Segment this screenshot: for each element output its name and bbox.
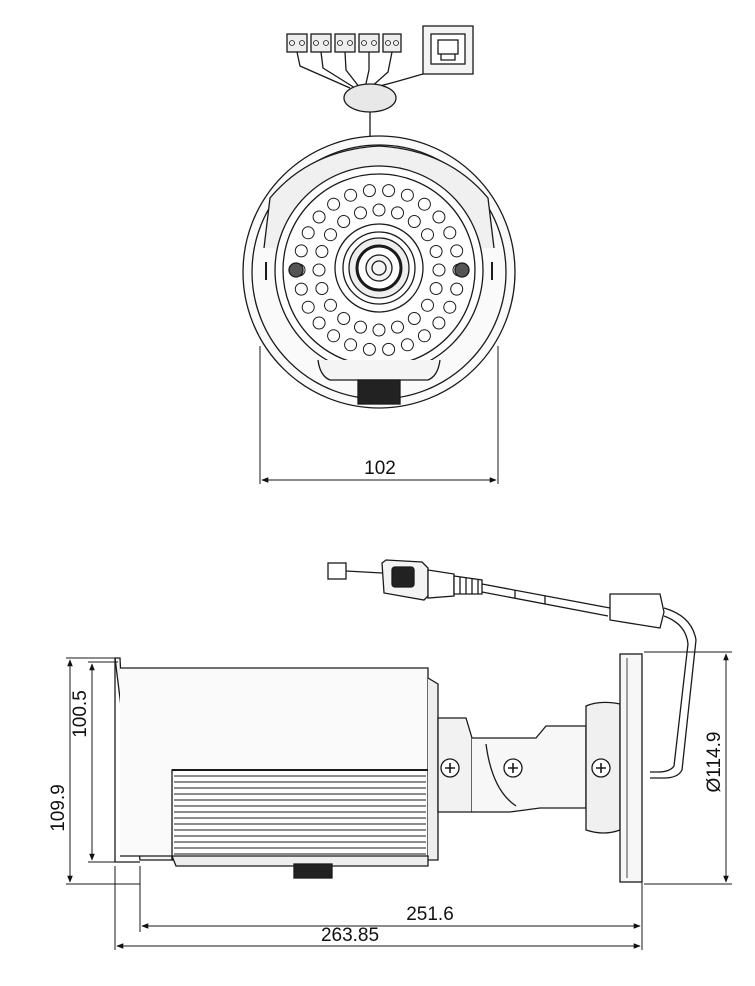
ir-led xyxy=(382,342,396,356)
ir-led xyxy=(301,300,315,314)
mount-bracket xyxy=(437,653,643,883)
width-dimension-label: 102 xyxy=(364,458,396,479)
side-knob xyxy=(293,863,333,879)
ir-led xyxy=(450,282,464,296)
ir-led xyxy=(432,316,446,330)
side-view xyxy=(66,559,732,950)
ir-led xyxy=(443,226,457,240)
mount-diameter-label: Ø114.9 xyxy=(704,732,725,793)
ir-led xyxy=(362,342,376,356)
ir-led xyxy=(407,215,421,228)
ir-led xyxy=(324,228,337,242)
ir-led xyxy=(362,184,376,198)
ir-led xyxy=(372,323,386,337)
ir-led xyxy=(400,188,414,202)
ir-led xyxy=(315,282,329,295)
ir-led xyxy=(327,329,341,343)
ir-led xyxy=(407,312,421,325)
bottom-knob xyxy=(357,379,401,405)
height-outer-label: 109.9 xyxy=(48,784,69,832)
rj45-connector xyxy=(371,25,474,89)
width-dimension xyxy=(259,346,499,484)
bottom-clamp xyxy=(317,359,441,381)
ir-led xyxy=(417,329,431,343)
ir-led xyxy=(382,184,396,198)
ir-led xyxy=(443,300,457,314)
dimension-lines xyxy=(66,651,732,950)
ir-led xyxy=(421,228,434,242)
cable-hub xyxy=(343,83,397,113)
ir-led xyxy=(344,188,358,202)
ir-led xyxy=(391,320,404,334)
ir-led xyxy=(312,210,326,224)
ir-led xyxy=(337,215,351,228)
ir-led xyxy=(421,298,434,312)
ir-led xyxy=(417,197,431,211)
ir-led xyxy=(337,312,351,325)
ir-led xyxy=(315,245,329,258)
ir-led xyxy=(372,203,386,217)
ir-led xyxy=(294,244,308,258)
ir-led xyxy=(344,338,358,352)
ir-led xyxy=(294,282,308,296)
length-total-label: 263.85 xyxy=(321,925,379,946)
front-view xyxy=(242,25,516,484)
side-cable-assembly xyxy=(327,559,697,779)
ir-led xyxy=(312,316,326,330)
ir-led xyxy=(327,197,341,211)
ir-led xyxy=(429,245,443,258)
ir-led xyxy=(354,206,367,220)
ir-led xyxy=(432,263,446,277)
lens xyxy=(334,223,424,313)
ir-led xyxy=(400,338,414,352)
ir-led xyxy=(324,298,337,312)
ir-led xyxy=(312,263,326,277)
length-body-label: 251.6 xyxy=(406,904,454,925)
height-inner-label: 100.5 xyxy=(70,690,91,738)
terminal-blocks xyxy=(286,33,402,89)
ir-led xyxy=(354,320,367,334)
ir-led xyxy=(432,210,446,224)
ir-led xyxy=(450,244,464,258)
ir-led xyxy=(301,226,315,240)
camera-body xyxy=(114,657,439,879)
ir-led xyxy=(391,206,404,220)
ir-led xyxy=(429,282,443,295)
side-screws xyxy=(288,262,470,278)
